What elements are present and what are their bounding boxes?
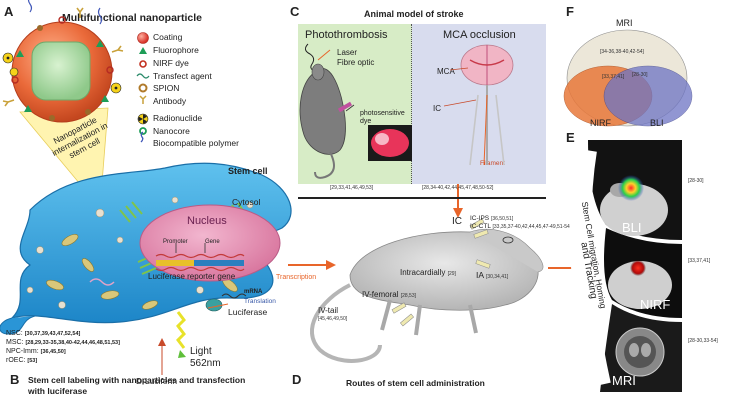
- panel-f-letter: F: [566, 4, 574, 19]
- ic-label-c: IC: [433, 104, 441, 113]
- venn-mri-label: MRI: [616, 18, 633, 28]
- panel-a-title: Multifunctional nanoparticle: [62, 12, 203, 24]
- fibre-optic-label: Fibre optic: [337, 58, 375, 67]
- panel-d-caption: Routes of stem cell administration: [346, 378, 485, 388]
- panel-c-title: Animal model of stroke: [364, 9, 464, 19]
- mca-refs: [28,34-40,42,44,45,47,48,50-52]: [422, 185, 494, 191]
- e-mri-label: MRI: [612, 373, 636, 388]
- wavelength-label: 562nm: [190, 358, 221, 369]
- cell-type-roec: rOEC: [53]: [6, 357, 38, 364]
- e-nirf-refs: [33,37,41]: [688, 258, 711, 264]
- cell-type-npc-imm: NPC-Imm: [36,45,50]: [6, 348, 66, 355]
- gene-label: Gene: [205, 239, 220, 245]
- photothrombosis-heading: Photothrombosis: [305, 29, 388, 41]
- transcription-label: Transcription: [276, 274, 317, 281]
- venn-mri-refs: [34-36,38-40,42-54]: [600, 49, 644, 55]
- intracardiac-label: Intracardially [29]: [400, 268, 456, 277]
- e-mri-refs: [28-30,33-54]: [688, 338, 718, 344]
- iv-femoral-label: IV-femoral [28,53]: [362, 290, 416, 299]
- panel-d-letter: D: [292, 372, 302, 387]
- divider-dotted: [411, 24, 412, 184]
- venn-mri-nirf-refs: [33,37,41]: [602, 74, 625, 80]
- panel-b-letter: B: [10, 372, 20, 387]
- venn-nirf-label: NIRF: [590, 118, 611, 128]
- legend-transfect-agent: Transfect agent: [153, 71, 212, 81]
- cytosol-label: Cytosol: [232, 197, 261, 207]
- ia-label: IA [30,34,41]: [476, 270, 509, 280]
- luciferase-label: Luciferase: [228, 307, 268, 317]
- reporter-gene-label: Luciferase reporter gene: [148, 272, 236, 281]
- legend-nanocore: Nanocore: [153, 126, 190, 136]
- nucleus-label: Nucleus: [187, 215, 227, 227]
- panel-b-caption: Stem cell labeling with nanoparticles an…: [28, 375, 246, 396]
- cell-type-nsc: NSC: [30,37,39,43,47,52,54]: [6, 330, 81, 337]
- e-bli-label: BLI: [622, 220, 642, 235]
- legend-biocompatible-polymer: Biocompatible polymer: [153, 138, 239, 148]
- e-nirf-label: NIRF: [640, 297, 671, 312]
- light-label: Light: [190, 346, 212, 357]
- mrna-label: mRNA: [244, 289, 263, 295]
- stem-cell-label: Stem cell: [228, 166, 268, 176]
- panel-a-letter: A: [4, 4, 14, 19]
- legend-radionuclide: Radionuclide: [153, 113, 203, 123]
- legend-fluorophore: Fluorophore: [153, 45, 199, 55]
- promoter-label: Promoter: [163, 239, 188, 245]
- laser-label: Laser: [337, 48, 358, 57]
- ic-ips-label: IC-IPS [36,50,51]: [470, 215, 514, 222]
- legend-coating: Coating: [153, 32, 183, 42]
- venn-bli-label: BLI: [650, 118, 664, 128]
- panel-e-letter: E: [566, 130, 575, 145]
- iv-tail-refs: [45,46,49,50]: [318, 316, 348, 322]
- translation-label: Translation: [244, 298, 276, 305]
- d-luciferin-label: D-Luciferin: [136, 376, 178, 386]
- internalization-label: Nanoparticle internalization in stem cel…: [50, 114, 110, 160]
- panel-c-letter: C: [290, 4, 300, 19]
- ic-label-d: IC: [452, 216, 462, 227]
- mca-label: MCA: [437, 67, 455, 76]
- legend-antibody: Antibody: [153, 96, 187, 106]
- cell-type-msc: MSC: [28,29,33-35,38,40-42,44,46,48,51,5…: [6, 339, 120, 346]
- iv-tail-label: IV-tail: [318, 306, 339, 315]
- mca-occlusion-heading: MCA occlusion: [443, 29, 516, 41]
- e-bli-refs: [28-30]: [688, 178, 704, 184]
- legend-nirf-dye: NIRF dye: [153, 58, 189, 68]
- photosensitive-dye-label: photosensitive dye: [360, 110, 405, 125]
- photothrombosis-refs: [29,33,41,46,49,53]: [330, 185, 374, 191]
- filament-label: Filament: [480, 160, 505, 167]
- venn-mri-bli-refs: [28-30]: [632, 72, 648, 78]
- legend-spion: SPION: [153, 83, 180, 93]
- ic-ctl-label: IC-CTL [33,35,37-40,42,44,45,47-49,51-54…: [470, 223, 572, 230]
